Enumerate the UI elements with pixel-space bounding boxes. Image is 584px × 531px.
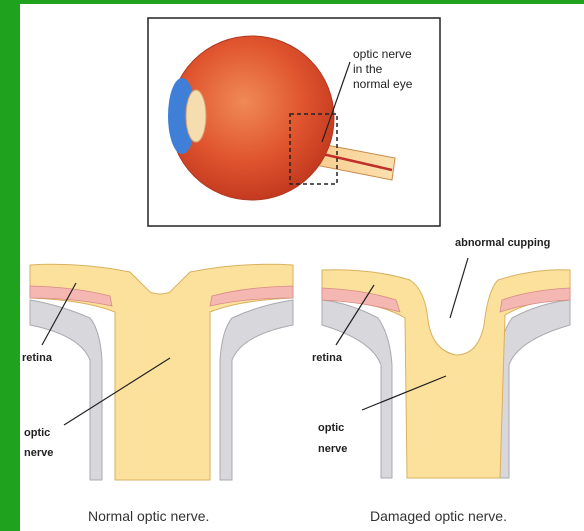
normal-optic-nerve-diagram: retina optic nerve Normal optic nerve. bbox=[22, 264, 293, 524]
normal-caption: Normal optic nerve. bbox=[88, 508, 209, 524]
lens bbox=[186, 90, 206, 142]
damaged-cupping-pointer bbox=[450, 258, 468, 318]
normal-sclera-right bbox=[220, 300, 293, 480]
damaged-optic-nerve-diagram: abnormal cupping retina optic nerve Dama… bbox=[312, 237, 570, 524]
normal-retina-label: retina bbox=[22, 352, 53, 364]
eye-diagram: optic nerve in the normal eye bbox=[148, 18, 440, 226]
damaged-optic-label-line2: nerve bbox=[318, 443, 347, 455]
damaged-optic-label-line1: optic bbox=[318, 422, 344, 434]
damaged-retina-label: retina bbox=[312, 352, 343, 364]
damaged-caption: Damaged optic nerve. bbox=[370, 508, 507, 524]
eye-label-line1: optic nerve bbox=[353, 47, 412, 61]
damaged-cupping-label: abnormal cupping bbox=[455, 237, 550, 249]
eye-label-line2: in the bbox=[353, 62, 383, 76]
normal-optic-label-line2: nerve bbox=[24, 447, 53, 459]
normal-optic-label-line1: optic bbox=[24, 427, 50, 439]
damaged-sclera-right bbox=[498, 300, 570, 478]
eye-label-line3: normal eye bbox=[353, 77, 413, 91]
